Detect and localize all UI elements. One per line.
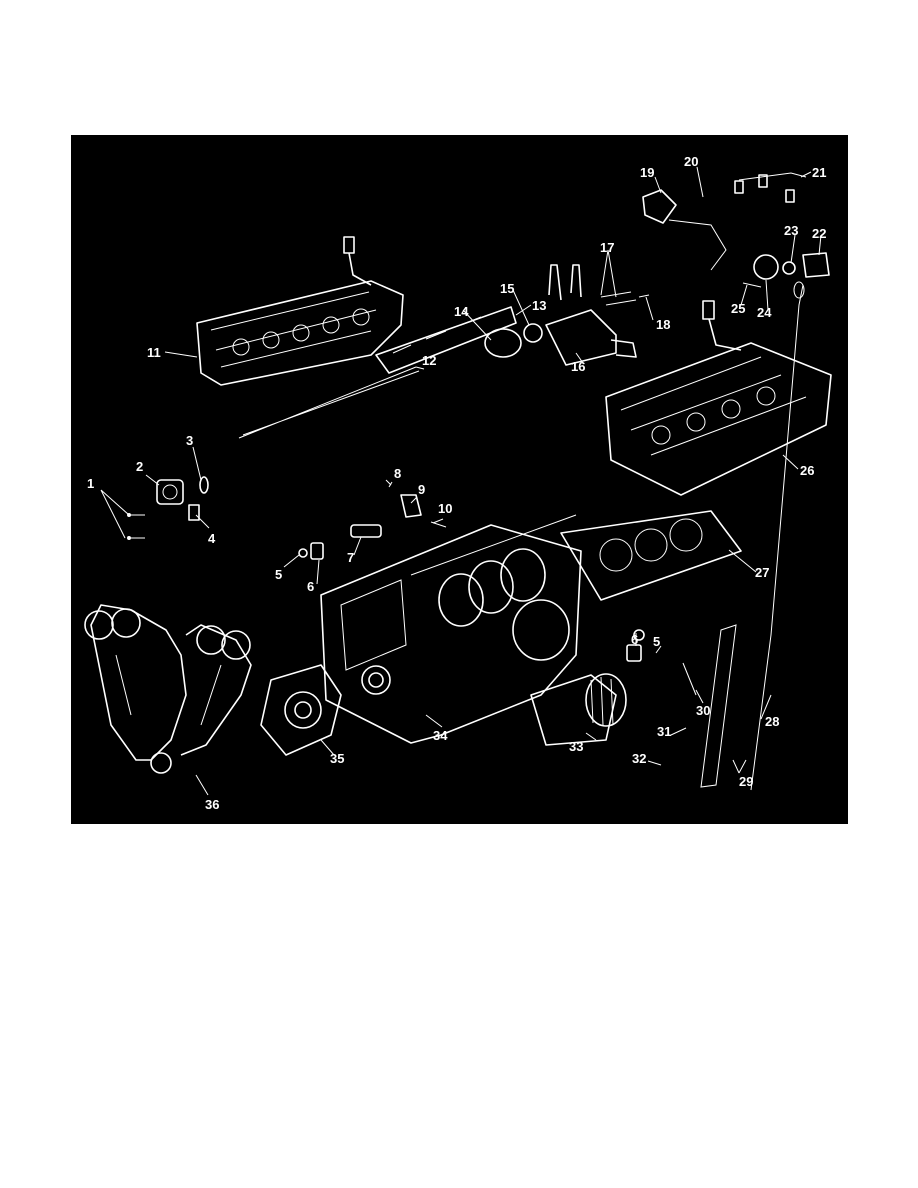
callout-22: 22 bbox=[812, 226, 826, 241]
oil-pump bbox=[260, 664, 342, 756]
valley-cover bbox=[375, 306, 517, 374]
coolant-outlet-parts bbox=[484, 264, 650, 366]
callout-18: 18 bbox=[656, 317, 670, 332]
callout-13: 13 bbox=[532, 298, 546, 313]
callout-28: 28 bbox=[765, 714, 779, 729]
sensor-parts bbox=[298, 479, 645, 662]
callout-16: 16 bbox=[571, 359, 585, 374]
cylinder-head-right bbox=[605, 300, 832, 496]
harness-sensor-parts bbox=[642, 172, 830, 288]
callout-7: 7 bbox=[347, 550, 354, 565]
callout-5b: 5 bbox=[653, 634, 660, 649]
callout-14: 14 bbox=[454, 304, 469, 319]
callout-36: 36 bbox=[205, 797, 219, 812]
callout-12: 12 bbox=[422, 353, 436, 368]
callout-15: 15 bbox=[500, 281, 514, 296]
oil-level-indicator bbox=[682, 281, 805, 791]
callout-29: 29 bbox=[739, 774, 753, 789]
callout-30: 30 bbox=[696, 703, 710, 718]
callout-9: 9 bbox=[418, 482, 425, 497]
callout-3: 3 bbox=[186, 433, 193, 448]
callout-20: 20 bbox=[684, 154, 698, 169]
callout-27: 27 bbox=[755, 565, 769, 580]
callout-19: 19 bbox=[640, 165, 654, 180]
callout-24: 24 bbox=[757, 305, 772, 320]
diagram-svg: 1 2 3 4 5 5 6 6 7 8 9 10 11 12 13 14 15 … bbox=[84, 154, 832, 812]
callout-25: 25 bbox=[731, 301, 745, 316]
callout-1: 1 bbox=[87, 476, 94, 491]
callout-8: 8 bbox=[394, 466, 401, 481]
callout-labels: 1 2 3 4 5 5 6 6 7 8 9 10 11 12 13 14 15 … bbox=[87, 154, 826, 812]
engine-block bbox=[320, 514, 582, 744]
callout-17: 17 bbox=[600, 240, 614, 255]
water-pump bbox=[530, 673, 627, 746]
callout-10: 10 bbox=[438, 501, 452, 516]
callout-21: 21 bbox=[812, 165, 826, 180]
gasket-strip bbox=[238, 366, 420, 439]
callout-4: 4 bbox=[208, 531, 216, 546]
callout-34: 34 bbox=[433, 728, 448, 743]
cylinder-head-left bbox=[196, 236, 404, 386]
leader-lines bbox=[100, 166, 822, 796]
callout-33: 33 bbox=[569, 739, 583, 754]
callout-26: 26 bbox=[800, 463, 814, 478]
callout-5a: 5 bbox=[275, 567, 282, 582]
engine-exploded-diagram: 1 2 3 4 5 5 6 6 7 8 9 10 11 12 13 14 15 … bbox=[71, 135, 848, 824]
callout-35: 35 bbox=[330, 751, 344, 766]
callout-11: 11 bbox=[147, 345, 161, 360]
callout-6a: 6 bbox=[307, 579, 314, 594]
front-housing-parts bbox=[127, 476, 209, 540]
head-gasket-right bbox=[560, 510, 742, 601]
callout-32: 32 bbox=[632, 751, 646, 766]
callout-31: 31 bbox=[657, 724, 671, 739]
callout-2: 2 bbox=[136, 459, 143, 474]
timing-chain-set bbox=[84, 604, 252, 774]
callout-6b: 6 bbox=[631, 632, 638, 647]
callout-23: 23 bbox=[784, 223, 798, 238]
